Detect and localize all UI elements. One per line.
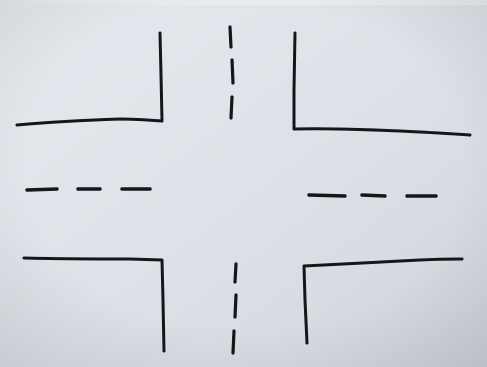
bottom-right-corner-kerb bbox=[302, 257, 464, 345]
lane-divider-north bbox=[228, 25, 235, 120]
lane-divider-west bbox=[25, 187, 152, 192]
lane-divider-south bbox=[231, 262, 238, 355]
bottom-left-corner-kerb bbox=[22, 256, 166, 353]
top-left-corner-kerb bbox=[15, 31, 164, 127]
top-right-corner-kerb bbox=[292, 31, 472, 137]
lane-divider-east bbox=[307, 193, 438, 198]
